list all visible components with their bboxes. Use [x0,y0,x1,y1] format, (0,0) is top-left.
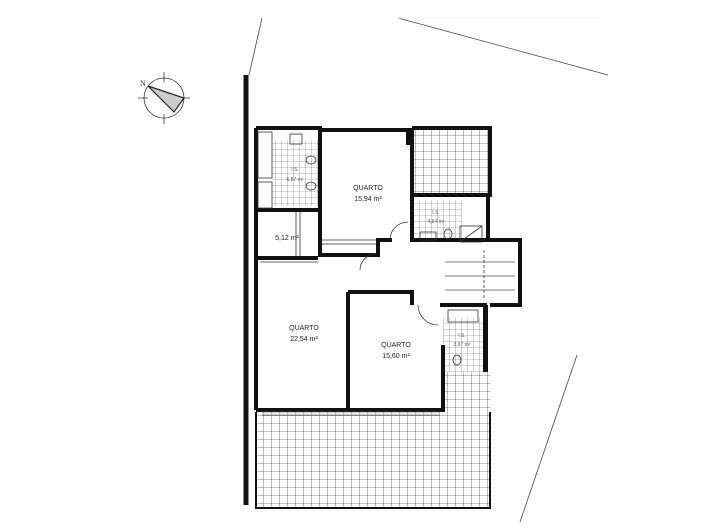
room-name: I.S. [458,333,466,339]
side-terrace [443,372,490,412]
room-area: 22,54 m² [290,336,318,343]
room-bedroom-3: QUARTO 15,60 m² [381,342,411,360]
tiled-floors [256,128,490,508]
room-area: 15,60 m² [382,353,410,360]
bottom-terrace [256,412,490,508]
room-area: 4,64 m² [428,219,445,225]
sink-icon [289,133,303,145]
door-swing [359,253,377,271]
bathroom-1-floor [272,140,318,206]
room-name: I.S. [291,167,299,173]
door-swing [417,304,439,326]
room-area: 5,12 m² [275,235,299,242]
door-swing [389,221,409,241]
room-bathroom-2: I.S. 4,64 m² [428,210,445,225]
room-area: 3,97 m² [454,342,471,348]
bathtub-icon [257,131,273,179]
bidet-icon [305,181,317,191]
toilet-2-icon [443,228,453,240]
cabinet-icon [257,181,273,209]
room-bathroom-1: I.S. 6,87 m² [287,167,304,183]
toilet-icon [305,155,317,165]
bathroom-3-floor [443,318,485,372]
fixtures [257,131,515,416]
room-bedroom-2: QUARTO 22,54 m² [289,325,319,343]
toilet-3-icon [452,354,462,366]
sink-2-icon [419,231,437,241]
north-label: N [140,79,146,88]
shower-3-icon [447,309,479,323]
north-arrow-icon: N [138,72,190,124]
room-area: 15,94 m² [354,196,382,203]
room-name: QUARTO [289,325,319,332]
top-terrace [412,128,490,194]
shower-icon [459,225,483,243]
room-name: QUARTO [353,185,383,192]
room-name: I.S. [432,210,440,216]
room-storage: 5,12 m² [275,235,299,242]
room-bathroom-3: I.S. 3,97 m² [454,333,471,348]
site-boundary [248,17,609,523]
walls [243,75,522,509]
room-name: QUARTO [381,342,411,349]
room-area: 6,87 m² [287,177,304,183]
room-bedroom-1: QUARTO 15,94 m² [353,185,383,203]
